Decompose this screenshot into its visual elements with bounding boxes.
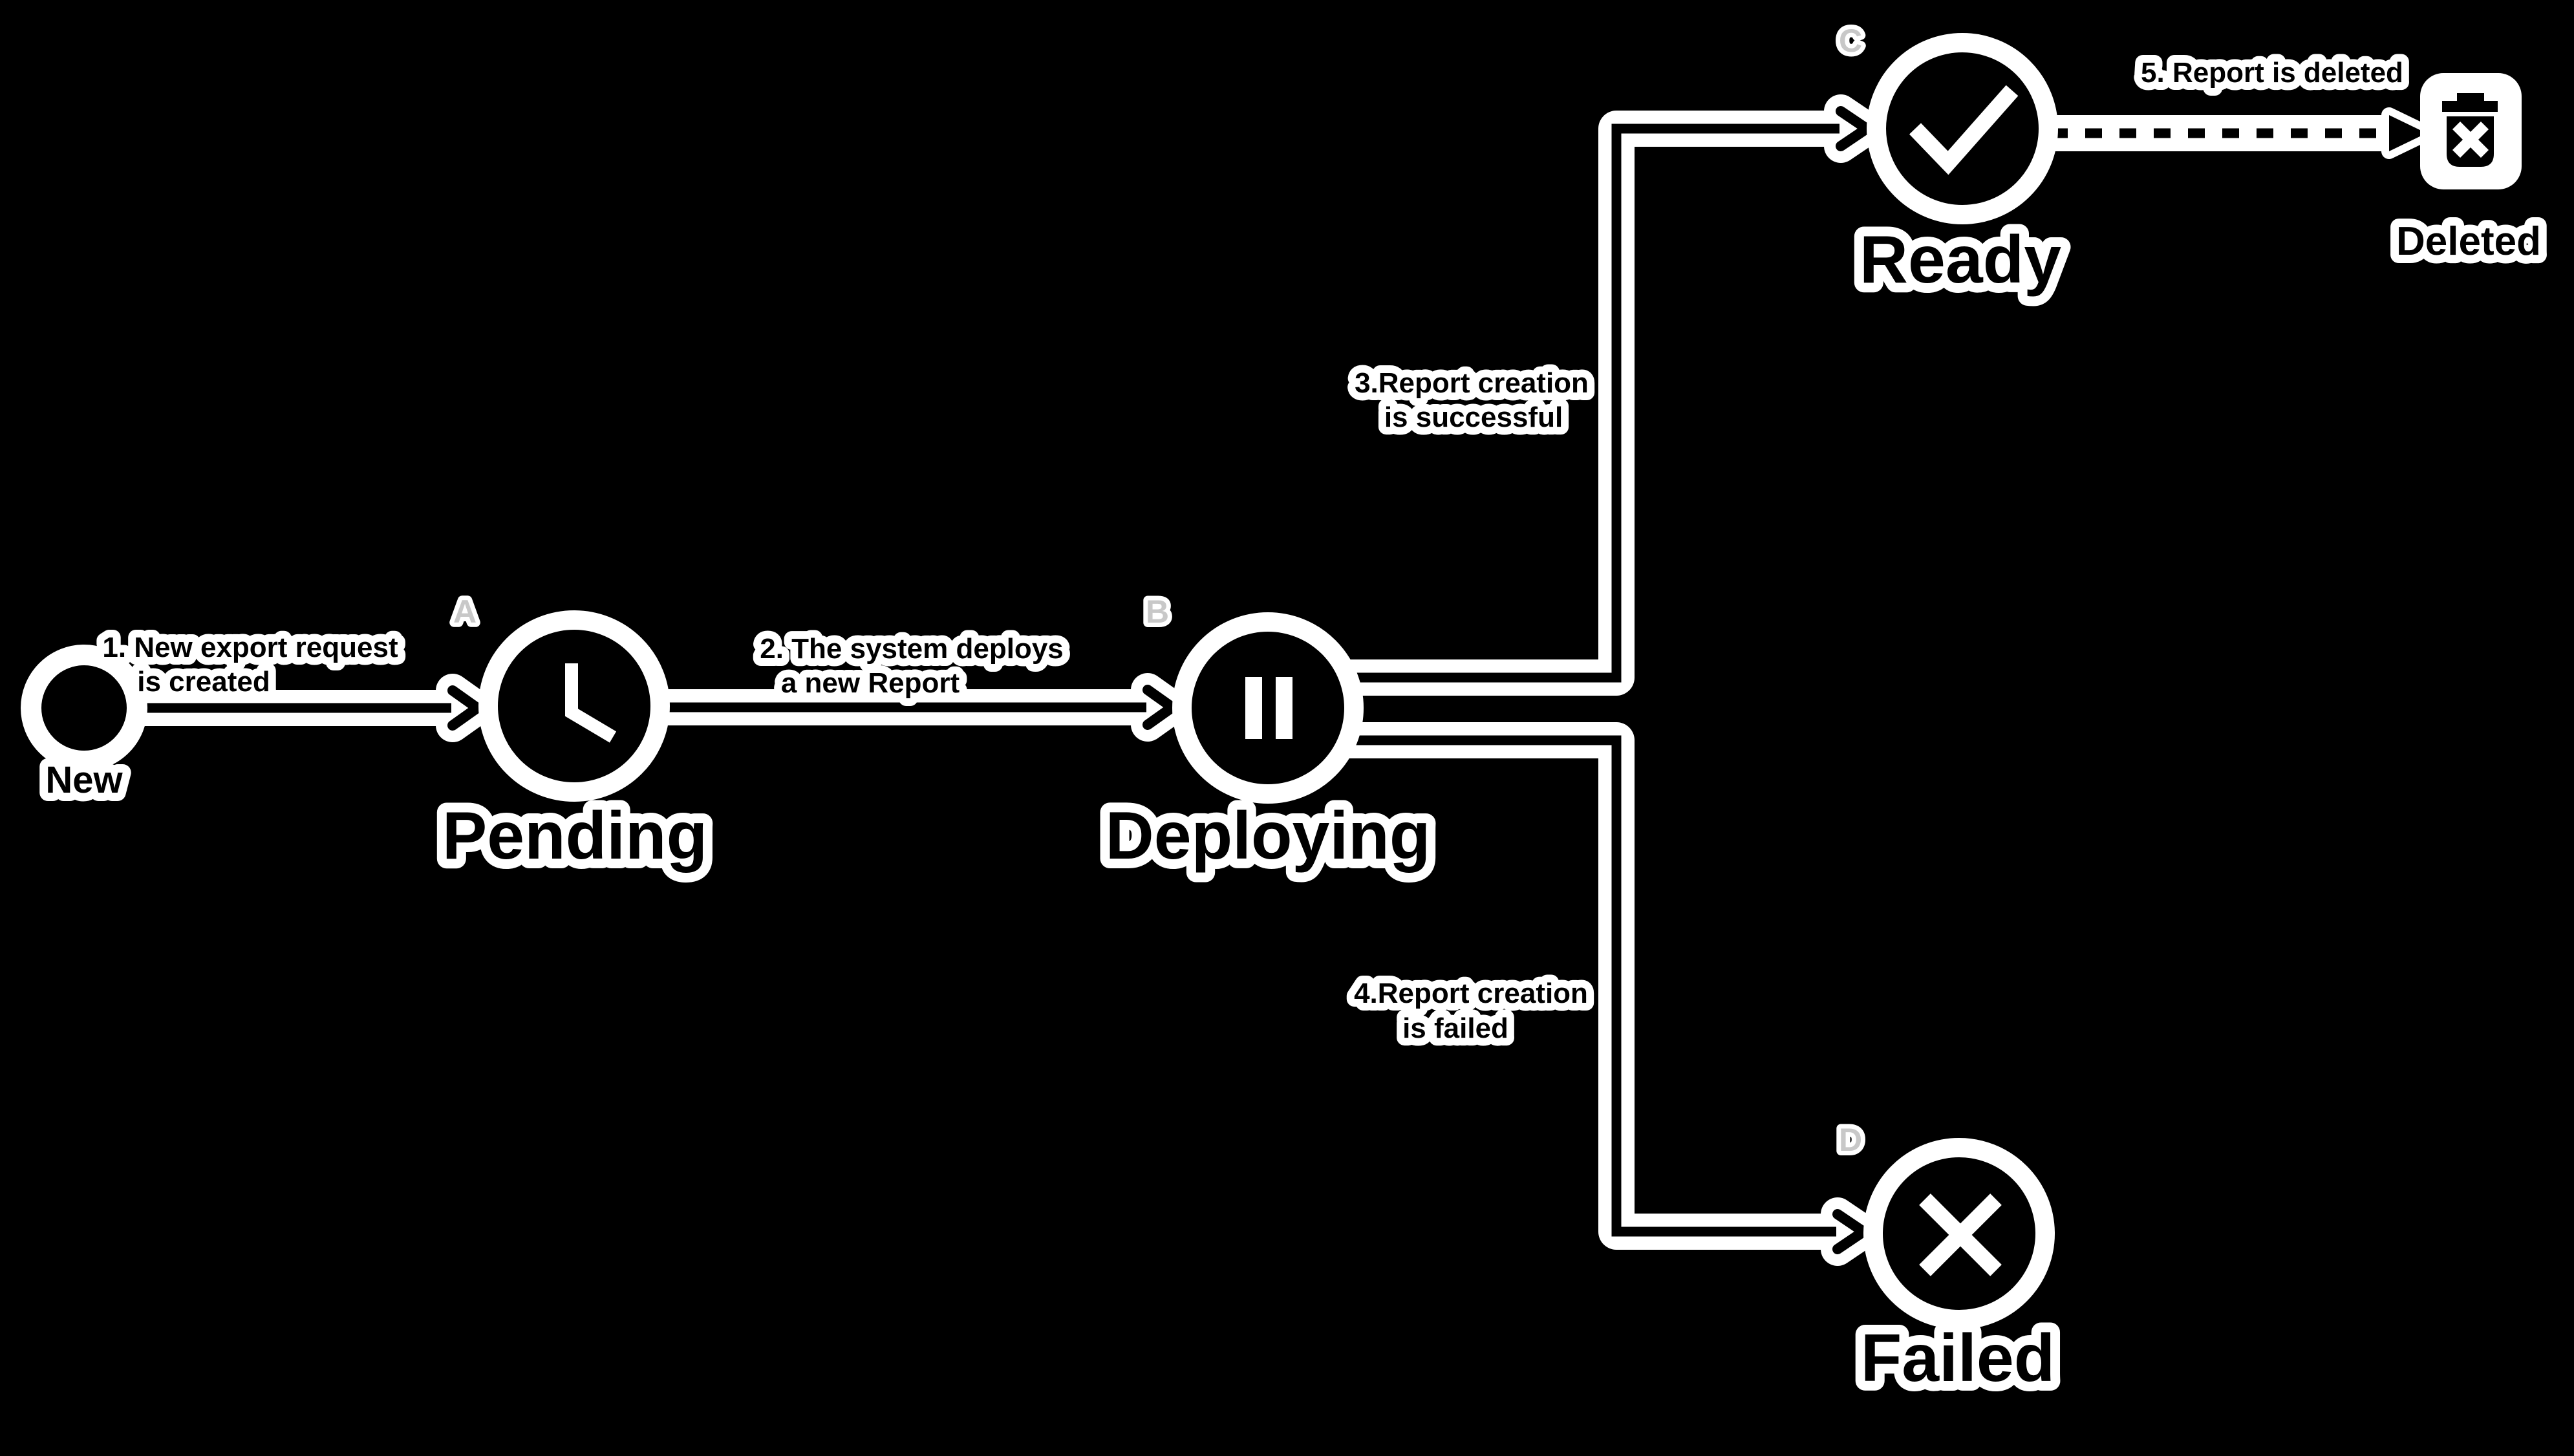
marker-letter-c: C xyxy=(1839,23,1862,59)
svg-text:5. Report is deleted: 5. Report is deleted xyxy=(2141,57,2403,89)
edge-pending-deploying xyxy=(660,673,1189,742)
edge-label-2: 2. The system deploys a new Report xyxy=(752,625,1071,707)
node-ready xyxy=(1867,33,2058,224)
state-label-failed: Failed xyxy=(1861,1321,2055,1396)
node-pending xyxy=(478,610,670,802)
node-deleted xyxy=(2420,73,2522,189)
trash-icon xyxy=(2442,93,2498,167)
start-dot xyxy=(21,645,147,771)
marker-letter-a: A xyxy=(453,594,477,630)
svg-text:is successful: is successful xyxy=(1384,401,1563,433)
edge-label-1: 1. New export request is created xyxy=(94,624,406,705)
svg-text:4.Report creation: 4.Report creation xyxy=(1354,978,1588,1009)
pause-icon xyxy=(1245,677,1292,739)
edge-label-5: 5. Report is deleted xyxy=(2133,49,2411,96)
svg-text:is failed: is failed xyxy=(1402,1012,1508,1044)
edge-label-4: 4.Report creation is failed xyxy=(1346,970,1596,1052)
marker-letter-d: D xyxy=(1839,1122,1862,1158)
svg-text:3.Report creation: 3.Report creation xyxy=(1355,367,1589,399)
svg-text:2. The system deploys: 2. The system deploys xyxy=(760,633,1064,665)
state-label-deleted: Deleted xyxy=(2396,219,2541,264)
check-icon xyxy=(1909,85,2019,175)
svg-text:a new Report: a new Report xyxy=(781,667,960,699)
nodes-layer xyxy=(21,33,2522,1329)
x-icon xyxy=(1919,1194,2002,1276)
state-label-ready: Ready xyxy=(1860,222,2061,297)
svg-text:is created: is created xyxy=(137,666,270,698)
state-label-new: New xyxy=(45,759,123,801)
node-deploying xyxy=(1172,612,1364,804)
marker-letter-b: B xyxy=(1146,594,1169,630)
edge-label-3: 3.Report creation is successful xyxy=(1347,359,1596,441)
state-label-deploying: Deploying xyxy=(1106,798,1431,873)
arrowhead-icon xyxy=(2381,107,2434,159)
node-new xyxy=(21,645,147,771)
edge-deploying-failed xyxy=(1348,722,1880,1266)
labels-layer: New Pending Deploying Ready Failed Delet… xyxy=(37,18,2549,1406)
clock-icon xyxy=(565,663,617,743)
svg-text:1. New export request: 1. New export request xyxy=(102,632,398,663)
state-label-pending: Pending xyxy=(442,798,707,873)
node-failed xyxy=(1863,1138,2055,1329)
edge-ready-deleted xyxy=(2046,107,2434,159)
edge-new-pending xyxy=(139,674,494,742)
